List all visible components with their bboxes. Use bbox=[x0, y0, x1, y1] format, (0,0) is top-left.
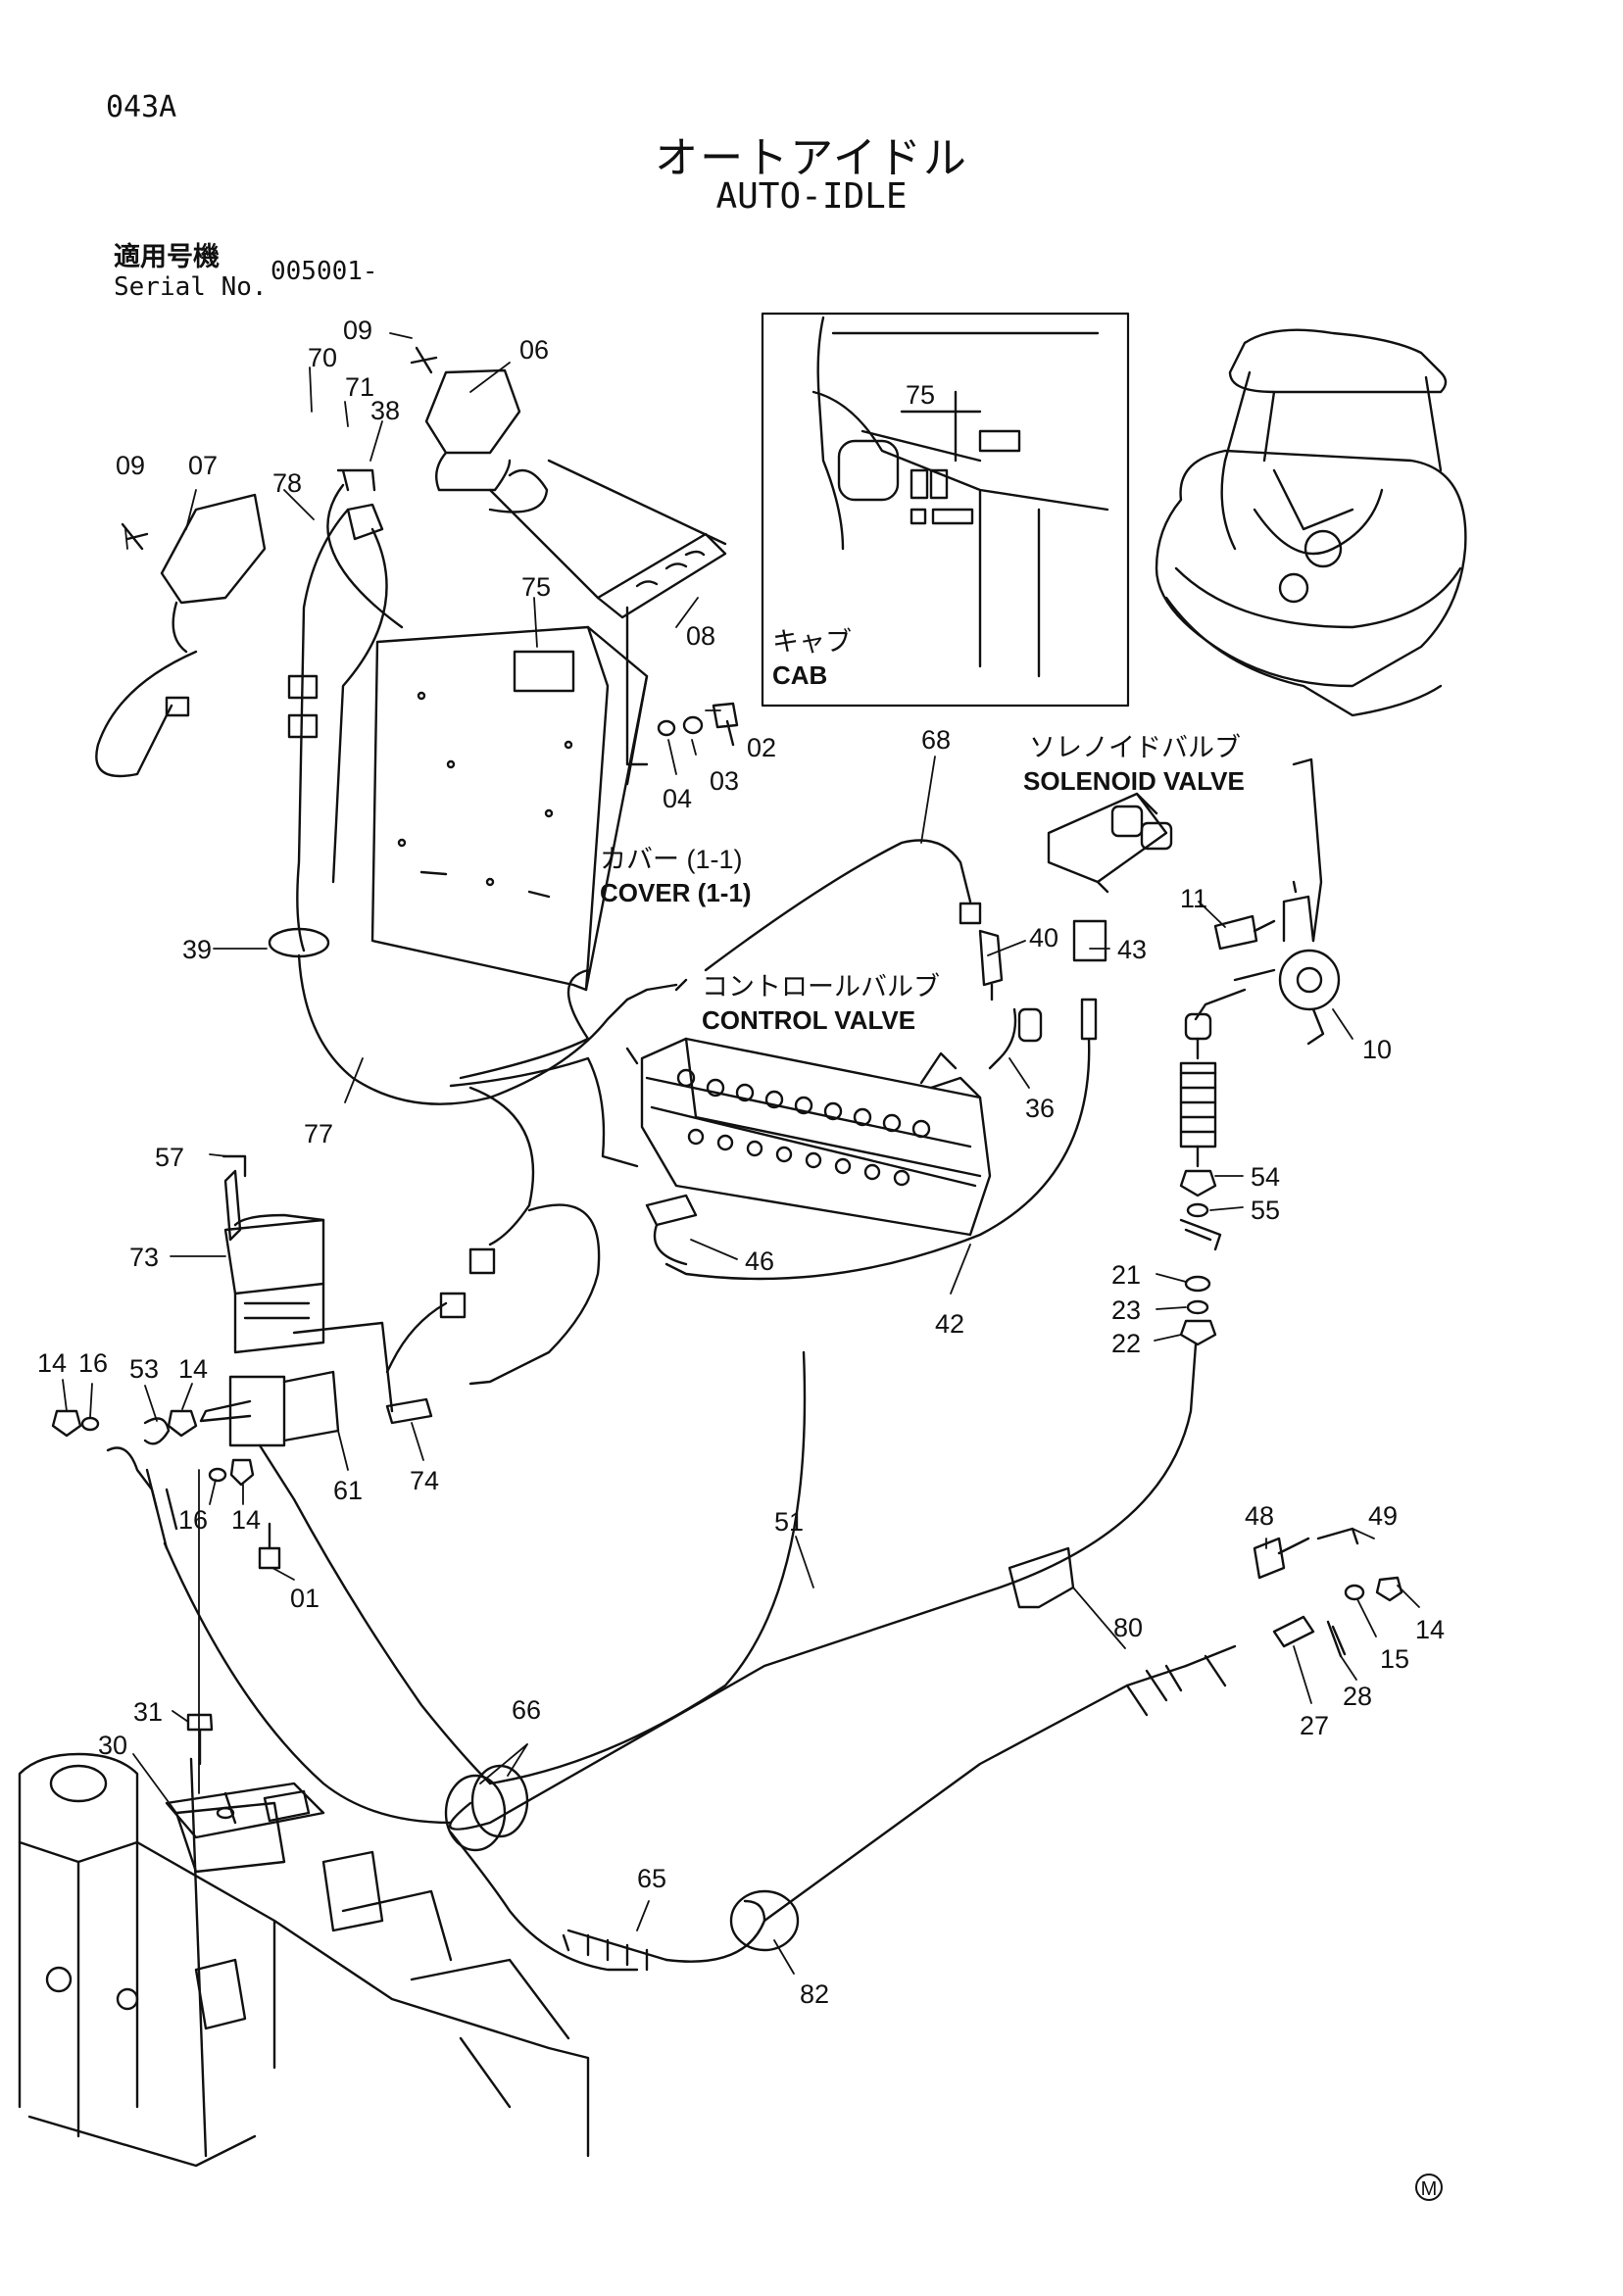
callout-c43: 43 bbox=[1117, 935, 1147, 964]
leader-lines bbox=[62, 332, 1420, 1975]
callout-c61: 61 bbox=[333, 1476, 363, 1505]
callout-c53: 53 bbox=[129, 1354, 159, 1384]
callout-c65: 65 bbox=[637, 1864, 666, 1893]
callout-c80: 80 bbox=[1113, 1613, 1143, 1642]
callout-c02: 02 bbox=[747, 733, 776, 762]
bracket-08 bbox=[488, 459, 727, 766]
callout-c06: 06 bbox=[519, 335, 549, 365]
callout-c57: 57 bbox=[155, 1143, 184, 1172]
serial-number-value: 005001- bbox=[270, 257, 378, 286]
callout-c07: 07 bbox=[188, 451, 218, 480]
callout-c14d: 14 bbox=[1415, 1615, 1445, 1644]
callout-c09a: 09 bbox=[343, 316, 372, 345]
cable-brackets bbox=[1253, 1527, 1403, 1658]
callout-c75a: 75 bbox=[521, 572, 551, 602]
callout-c23: 23 bbox=[1111, 1295, 1141, 1325]
cable-65 bbox=[562, 1546, 1237, 1972]
solenoid-caption-japanese: ソレノイドバルブ bbox=[1029, 733, 1241, 762]
cab-inset bbox=[761, 312, 1130, 708]
callout-c16a: 16 bbox=[78, 1348, 108, 1378]
callout-c68: 68 bbox=[921, 725, 951, 755]
title-english: AUTO-IDLE bbox=[715, 176, 908, 217]
callout-c49: 49 bbox=[1368, 1501, 1398, 1531]
actuator-assembly bbox=[199, 1154, 433, 1447]
serial-label-japanese: 適用号機 bbox=[114, 242, 220, 272]
cab-caption-english: CAB bbox=[772, 660, 827, 690]
callout-c54: 54 bbox=[1251, 1162, 1280, 1192]
bolt-31-plate-30 bbox=[174, 1713, 311, 1874]
fasteners-02-03-04 bbox=[657, 702, 739, 747]
footer-mark-letter: M bbox=[1421, 2178, 1438, 2200]
cab-caption-japanese: キャブ bbox=[772, 627, 852, 657]
solenoid-caption-english: SOLENOID VALVE bbox=[1023, 766, 1245, 796]
callout-c14b: 14 bbox=[178, 1354, 208, 1384]
callout-c14a: 14 bbox=[37, 1348, 67, 1378]
control-cables bbox=[106, 1350, 807, 1972]
governor-lever bbox=[449, 757, 1341, 1831]
callout-c30: 30 bbox=[98, 1731, 127, 1760]
serial-label-english: Serial No. bbox=[114, 272, 268, 302]
cover-caption-english: COVER (1-1) bbox=[600, 878, 752, 907]
callout-c21: 21 bbox=[1111, 1260, 1141, 1290]
callout-c16b: 16 bbox=[178, 1505, 208, 1535]
cover-panel bbox=[370, 625, 649, 992]
control-caption-japanese: コントロールバルブ bbox=[702, 972, 940, 1001]
callout-c36: 36 bbox=[1025, 1094, 1055, 1123]
callout-c28: 28 bbox=[1343, 1682, 1372, 1711]
small-hardware bbox=[51, 1409, 281, 1570]
machine-frame bbox=[18, 1752, 590, 2168]
callout-c55: 55 bbox=[1251, 1196, 1280, 1225]
excavator-thumbnail bbox=[1155, 328, 1467, 717]
callout-c15: 15 bbox=[1380, 1644, 1409, 1674]
callout-c70: 70 bbox=[308, 343, 337, 372]
control-caption-english: CONTROL VALVE bbox=[702, 1005, 915, 1035]
control-valve-block bbox=[640, 1037, 992, 1266]
callout-c46: 46 bbox=[745, 1246, 774, 1276]
callout-c42: 42 bbox=[935, 1309, 964, 1339]
cover-caption-japanese: カバー (1-1) bbox=[600, 845, 743, 874]
callout-c51: 51 bbox=[774, 1507, 804, 1537]
callout-c74: 74 bbox=[410, 1466, 439, 1495]
callout-c77: 77 bbox=[304, 1119, 333, 1148]
footer-mark: M bbox=[1415, 2174, 1443, 2201]
callout-c39: 39 bbox=[182, 935, 212, 964]
captions: キャブ CAB ソレノイドバルブ SOLENOID VALVE カバー (1-1… bbox=[600, 627, 1245, 1035]
callout-c75b: 75 bbox=[906, 380, 935, 410]
callout-c08: 08 bbox=[686, 621, 715, 651]
callout-c48: 48 bbox=[1245, 1501, 1274, 1531]
callout-c40: 40 bbox=[1029, 923, 1058, 953]
callout-c38: 38 bbox=[370, 396, 400, 425]
callout-c73: 73 bbox=[129, 1243, 159, 1272]
callout-c14c: 14 bbox=[231, 1505, 261, 1535]
callout-c03: 03 bbox=[710, 766, 739, 796]
callout-labels: 09 06 70 71 38 09 07 78 75 75 08 02 03 0… bbox=[37, 316, 1445, 2009]
callout-c66: 66 bbox=[512, 1695, 541, 1725]
callout-c04: 04 bbox=[663, 784, 692, 813]
callout-c71: 71 bbox=[345, 372, 374, 402]
callout-c01: 01 bbox=[290, 1584, 320, 1613]
callout-c27: 27 bbox=[1300, 1711, 1329, 1740]
callout-c09b: 09 bbox=[116, 451, 145, 480]
callout-c22: 22 bbox=[1111, 1329, 1141, 1358]
title-japanese: オートアイドル bbox=[655, 133, 968, 183]
callout-c82: 82 bbox=[800, 1979, 829, 2009]
callout-c78: 78 bbox=[272, 468, 302, 498]
callout-c10: 10 bbox=[1362, 1035, 1392, 1064]
harness-77 bbox=[268, 927, 688, 1386]
switch-assemblies bbox=[95, 346, 549, 953]
callout-c11: 11 bbox=[1180, 884, 1207, 913]
control-valve-hoses bbox=[664, 792, 1173, 1281]
page-code: 043A bbox=[106, 90, 177, 124]
callout-c31: 31 bbox=[133, 1697, 163, 1727]
